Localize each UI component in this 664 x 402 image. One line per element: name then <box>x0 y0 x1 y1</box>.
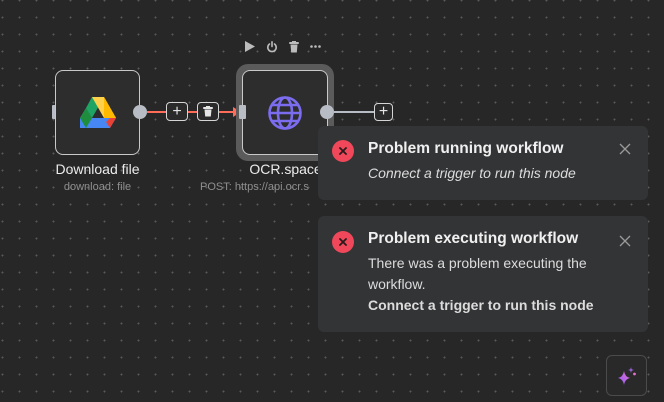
power-icon[interactable] <box>265 40 278 53</box>
toast-detail: Connect a trigger to run this node <box>368 297 594 313</box>
error-toast-executing: Problem executing workflow There was a p… <box>318 216 648 332</box>
node-title: Download file <box>55 161 140 177</box>
node-toolbar <box>243 40 322 53</box>
toast-message: There was a problem executing the workfl… <box>368 255 587 292</box>
node-output-port[interactable] <box>133 105 147 119</box>
toast-title: Problem executing workflow <box>368 230 579 247</box>
sparkle-icon <box>617 366 636 385</box>
trash-icon[interactable] <box>287 40 300 53</box>
node-subtitle: POST: https://api.ocr.s <box>200 181 309 193</box>
close-icon[interactable] <box>618 234 632 248</box>
add-next-node-button[interactable]: + <box>374 103 393 121</box>
globe-icon <box>268 96 302 130</box>
edge-add-node-button[interactable]: + <box>166 102 188 121</box>
node-title: OCR.space <box>249 161 322 177</box>
close-icon[interactable] <box>618 142 632 156</box>
more-icon[interactable] <box>309 40 322 53</box>
error-toast-running: Problem running workflow Connect a trigg… <box>318 126 648 200</box>
edge-delete-button[interactable] <box>197 102 219 121</box>
node-download-file[interactable] <box>55 70 140 155</box>
play-icon[interactable] <box>243 40 256 53</box>
google-drive-icon <box>80 97 116 128</box>
node-output-port[interactable] <box>320 105 334 119</box>
node-ocr-space[interactable] <box>242 70 328 155</box>
trash-icon <box>203 106 213 117</box>
node-subtitle: download: file <box>63 181 132 193</box>
connection-edge[interactable] <box>147 111 237 113</box>
toast-message: Connect a trigger to run this node <box>368 165 576 181</box>
error-icon <box>332 231 354 253</box>
error-icon <box>332 140 354 162</box>
toast-title: Problem running workflow <box>368 140 564 157</box>
output-edge <box>334 111 376 113</box>
node-input-port[interactable] <box>239 105 246 119</box>
ai-assistant-button[interactable] <box>606 355 647 396</box>
